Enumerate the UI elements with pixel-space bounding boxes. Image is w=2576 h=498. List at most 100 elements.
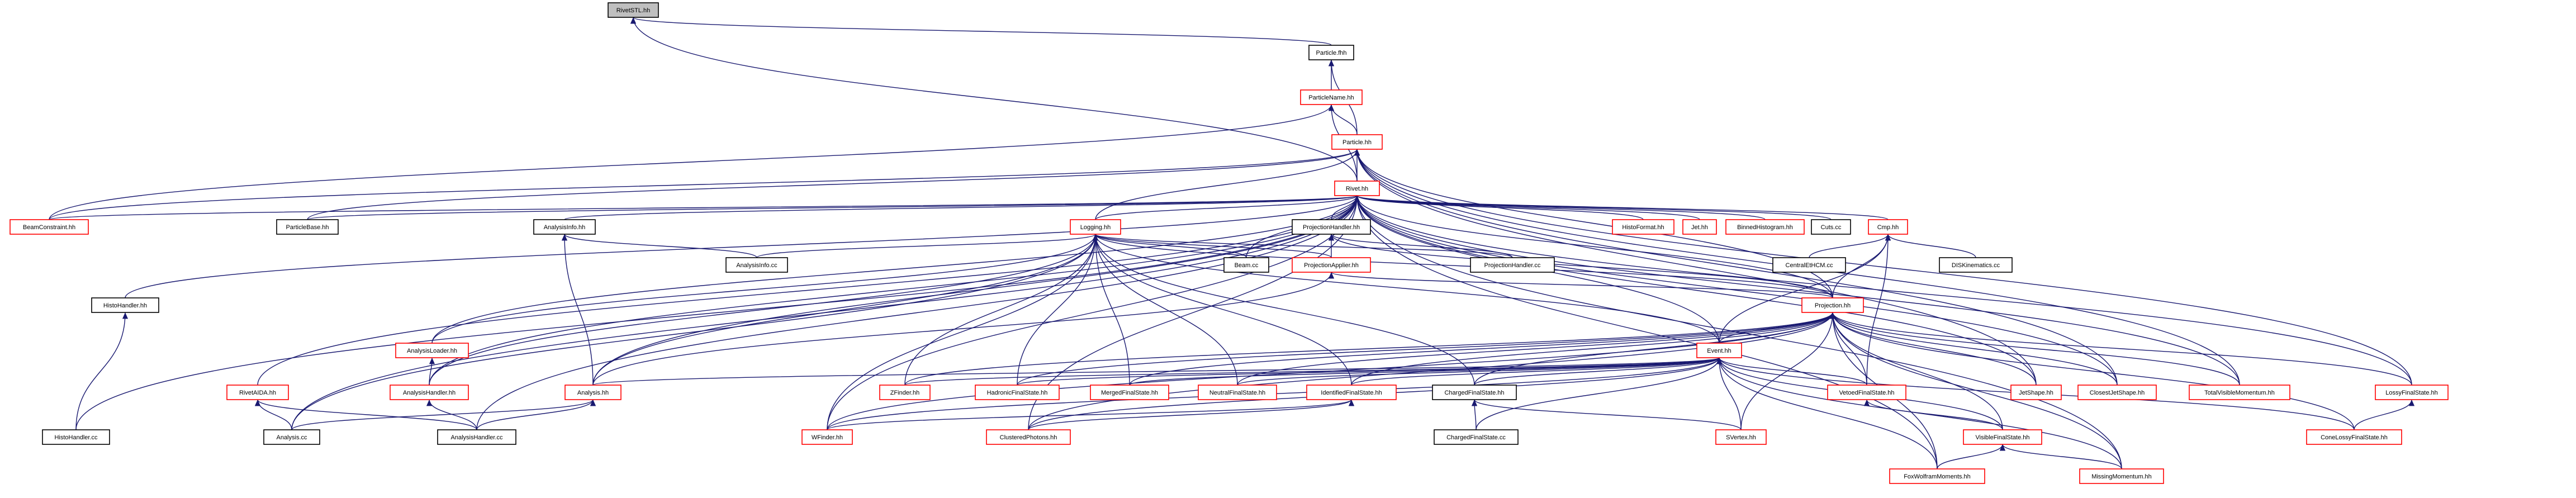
node-mergedfs[interactable]: MergedFinalState.hh [1090,385,1169,400]
node-analysisinfocc[interactable]: AnalysisInfo.cc [725,257,788,273]
node-closestjetshape[interactable]: ClosestJetShape.hh [2077,385,2157,400]
node-box-chargedfs[interactable] [1432,385,1517,400]
node-box-rivetstl[interactable] [608,2,659,18]
node-box-projectionhandlercc[interactable] [1470,257,1555,273]
node-box-projectionapplier[interactable] [1292,257,1371,273]
node-box-mergedfs[interactable] [1090,385,1169,400]
node-diskinematics[interactable]: DISKinematics.cc [1939,257,2013,273]
node-missingmomentum[interactable]: MissingMomentum.hh [2079,468,2164,484]
node-clusteredphotons[interactable]: ClusteredPhotons.hh [986,429,1071,445]
node-particle[interactable]: Particle.hh [1331,134,1383,150]
node-analysisloader[interactable]: AnalysisLoader.hh [395,343,469,358]
node-box-rivetaida[interactable] [226,385,289,400]
node-box-cutscc[interactable] [1811,219,1851,235]
node-hadronicfs[interactable]: HadronicFinalState.hh [975,385,1060,400]
node-totalvisiblemomentum[interactable]: TotalVisibleMomentum.hh [2189,385,2290,400]
node-box-beamconstraint[interactable] [10,219,89,235]
node-conelossyfs[interactable]: ConeLossyFinalState.hh [2306,429,2402,445]
node-box-beamcc[interactable] [1223,257,1269,273]
node-jet[interactable]: Jet.hh [1682,219,1717,235]
node-analysiscc[interactable]: Analysis.cc [263,429,320,445]
node-histohandler[interactable]: HistoHandler.hh [91,297,159,313]
node-box-particlefwd[interactable] [1308,45,1354,60]
node-visiblefs[interactable]: VisibleFinalState.hh [1963,429,2042,445]
node-box-cmp[interactable] [1868,219,1908,235]
node-particlename[interactable]: ParticleName.hh [1300,89,1363,105]
node-cmp[interactable]: Cmp.hh [1868,219,1908,235]
node-projectionapplier[interactable]: ProjectionApplier.hh [1292,257,1371,273]
node-projectionhandler[interactable]: ProjectionHandler.hh [1292,219,1371,235]
node-box-missingmomentum[interactable] [2079,468,2164,484]
node-vetoedfs[interactable]: VetoedFinalState.hh [1827,385,1906,400]
node-box-analysis[interactable] [564,385,622,400]
node-box-jetshape[interactable] [2010,385,2062,400]
node-box-analysisinfocc[interactable] [725,257,788,273]
node-rivet[interactable]: Rivet.hh [1334,181,1380,196]
node-chargedfscc[interactable]: ChargedFinalState.cc [1434,429,1519,445]
node-projection[interactable]: Projection.hh [1801,297,1864,313]
node-box-closestjetshape[interactable] [2077,385,2157,400]
node-lossyfs[interactable]: LossyFinalState.hh [2375,385,2449,400]
node-box-projection[interactable] [1801,297,1864,313]
node-box-vetoedfs[interactable] [1827,385,1906,400]
node-analysishandlercc[interactable]: AnalysisHandler.cc [437,429,516,445]
node-binnedhistogram[interactable]: BinnedHistogram.hh [1725,219,1805,235]
node-box-projectionhandler[interactable] [1292,219,1371,235]
node-box-jet[interactable] [1682,219,1717,235]
node-box-analysishandlercc[interactable] [437,429,516,445]
node-box-chargedfscc[interactable] [1434,429,1519,445]
node-box-histohandler[interactable] [91,297,159,313]
node-box-visiblefs[interactable] [1963,429,2042,445]
node-box-conelossyfs[interactable] [2306,429,2402,445]
node-box-binnedhistogram[interactable] [1725,219,1805,235]
node-beamcc[interactable]: Beam.cc [1223,257,1269,273]
node-box-identifiedfs[interactable] [1306,385,1397,400]
node-histoformat[interactable]: HistoFormat.hh [1612,219,1674,235]
node-box-lossyfs[interactable] [2375,385,2449,400]
node-box-analysishandler[interactable] [390,385,469,400]
node-box-particlebase[interactable] [276,219,339,235]
node-box-centraletcm[interactable] [1772,257,1846,273]
node-box-histoformat[interactable] [1612,219,1674,235]
node-projectionhandlercc[interactable]: ProjectionHandler.cc [1470,257,1555,273]
node-box-analysiscc[interactable] [263,429,320,445]
node-box-analysisloader[interactable] [395,343,469,358]
node-histohandlercc[interactable]: HistoHandler.cc [42,429,110,445]
node-identifiedfs[interactable]: IdentifiedFinalState.hh [1306,385,1397,400]
node-neutralfs[interactable]: NeutralFinalState.hh [1198,385,1277,400]
node-box-svertex[interactable] [1715,429,1767,445]
node-rivetstl[interactable]: RivetSTL.hh [608,2,659,18]
node-box-histohandlercc[interactable] [42,429,110,445]
node-rivetaida[interactable]: RivetAIDA.hh [226,385,289,400]
node-foxwolfram[interactable]: FoxWolframMoments.hh [1889,468,1985,484]
node-box-analysisinfo[interactable] [533,219,596,235]
node-particlefwd[interactable]: Particle.fhh [1308,45,1354,60]
node-box-zfinder[interactable] [879,385,931,400]
node-jetshape[interactable]: JetShape.hh [2010,385,2062,400]
node-analysisinfo[interactable]: AnalysisInfo.hh [533,219,596,235]
node-event[interactable]: Event.hh [1696,343,1742,358]
node-box-wfinder[interactable] [801,429,853,445]
node-wfinder[interactable]: WFinder.hh [801,429,853,445]
node-svertex[interactable]: SVertex.hh [1715,429,1767,445]
node-logging[interactable]: Logging.hh [1070,219,1121,235]
node-particlebase[interactable]: ParticleBase.hh [276,219,339,235]
node-box-logging[interactable] [1070,219,1121,235]
node-box-diskinematics[interactable] [1939,257,2013,273]
node-analysis[interactable]: Analysis.hh [564,385,622,400]
node-box-clusteredphotons[interactable] [986,429,1071,445]
node-box-event[interactable] [1696,343,1742,358]
node-cutscc[interactable]: Cuts.cc [1811,219,1851,235]
node-box-rivet[interactable] [1334,181,1380,196]
node-box-foxwolfram[interactable] [1889,468,1985,484]
node-box-particle[interactable] [1331,134,1383,150]
node-box-totalvisiblemomentum[interactable] [2189,385,2290,400]
node-box-particlename[interactable] [1300,89,1363,105]
node-beamconstraint[interactable]: BeamConstraint.hh [10,219,89,235]
node-zfinder[interactable]: ZFinder.hh [879,385,931,400]
node-box-hadronicfs[interactable] [975,385,1060,400]
node-centraletcm[interactable]: CentralEtHCM.cc [1772,257,1846,273]
node-analysishandler[interactable]: AnalysisHandler.hh [390,385,469,400]
node-chargedfs[interactable]: ChargedFinalState.hh [1432,385,1517,400]
node-box-neutralfs[interactable] [1198,385,1277,400]
